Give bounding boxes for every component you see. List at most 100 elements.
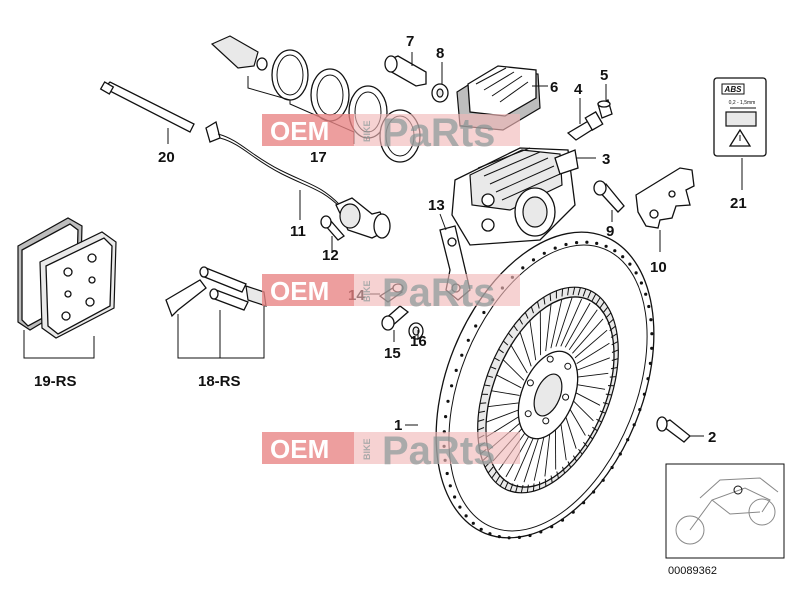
disc-tooth [599,410,606,414]
brake-disc [435,231,655,540]
callout-10: 10 [650,259,667,276]
disc-hole [626,438,630,442]
disc-tooth [595,297,601,305]
disc-hole [453,495,457,499]
disc-hole [507,536,511,540]
disc-spoke [519,331,532,367]
disc-bolt-hole [526,379,534,387]
disc-hole [466,338,470,342]
disc-tooth [611,349,619,353]
disc-tooth [494,357,500,362]
disc-spoke [564,302,591,348]
disc-tooth [599,301,605,309]
callout-15: 15 [384,345,401,362]
disc-hole [650,346,654,350]
pad-retainer-plate-10 [635,167,695,229]
disc-hole [650,332,654,336]
screw-15 [381,305,410,331]
disc-hole [517,535,522,540]
watermark-parts: PaRts [382,271,495,315]
disc-hole [446,399,450,403]
disc-tooth [543,297,546,305]
disc-tooth [495,475,501,483]
disc-tooth [611,358,619,361]
disc-spoke [490,390,520,396]
disc-spoke [529,319,537,361]
disc-tooth [611,341,619,346]
disc-spoke [576,384,606,390]
disc-tooth [504,481,509,490]
disc-hole [638,408,642,412]
disc-tooth [508,332,513,339]
disc-spoke [513,433,536,482]
disc-tooth [583,441,588,448]
disc-tooth [537,301,540,309]
disc-tooth [550,475,553,483]
disc-spoke [577,357,610,371]
disc-spoke [545,303,552,352]
disc-tooth [610,333,618,338]
disc-hole [553,246,557,250]
disc-hole [601,478,605,482]
watermark-bike: BIKE [362,438,372,460]
callout-6: 6 [550,79,558,96]
brake-pad-set-19-rs [17,217,117,339]
disc-hole [550,525,554,529]
disc-bolt-hole [562,393,570,401]
disc-hole [460,353,464,357]
disc-bolt-hole [564,362,572,370]
callout-9: 9 [606,223,614,240]
disc-tooth [509,483,514,492]
disc-tooth [544,478,547,487]
disc-tooth [607,318,614,325]
disc-spoke [544,428,551,477]
disc-tooth [486,375,494,378]
watermark-oem: OEM [270,434,329,464]
disc-tooth [572,287,576,296]
abs-gap-text: 0,2 - 1,5mm [729,100,756,106]
disc-spoke [523,433,541,483]
disc-tooth [518,318,524,325]
screw-12 [320,215,345,241]
watermark-parts: PaRts [382,111,495,155]
disc-spoke [510,344,528,374]
disc-tooth [578,448,583,455]
disc-spoke [576,342,610,364]
callout-11: 11 [290,223,306,240]
disc-spoke [572,318,604,354]
disc-spoke [560,298,583,347]
disc-hole [464,514,468,518]
disc-hole [474,324,478,328]
doc-number: 00089362 [668,565,717,577]
disc-tooth [592,426,598,432]
disc-tooth [609,325,616,331]
disc-hole [582,501,586,505]
disc-tooth [524,312,529,319]
disc-hole [592,490,596,494]
motorcycle-thumbnail [665,463,785,559]
disc-tooth [587,434,594,440]
callout-8: 8 [436,45,444,62]
disc-spoke [495,374,522,389]
callout-5: 5 [600,67,608,84]
disc-hole [642,392,647,396]
disc-tooth [484,384,491,387]
disc-spoke [486,409,519,423]
callout-18-rs: 18-RS [198,373,241,390]
disc-hole [613,249,617,253]
disc-spoke [571,399,594,422]
disc-spoke [550,299,563,349]
disc-hole [595,241,599,245]
callout-16: 16 [410,333,427,350]
disc-spoke [533,431,546,481]
abs-logo-text: ABS [724,85,743,94]
disc-hole [571,510,575,514]
abs-sensor-11 [205,120,391,239]
disc-hole [488,532,492,536]
disc-hole [528,533,532,538]
disc-hole [458,505,462,509]
disc-tooth [549,293,552,302]
disc-tooth [532,483,535,492]
disc-tooth [577,287,581,296]
